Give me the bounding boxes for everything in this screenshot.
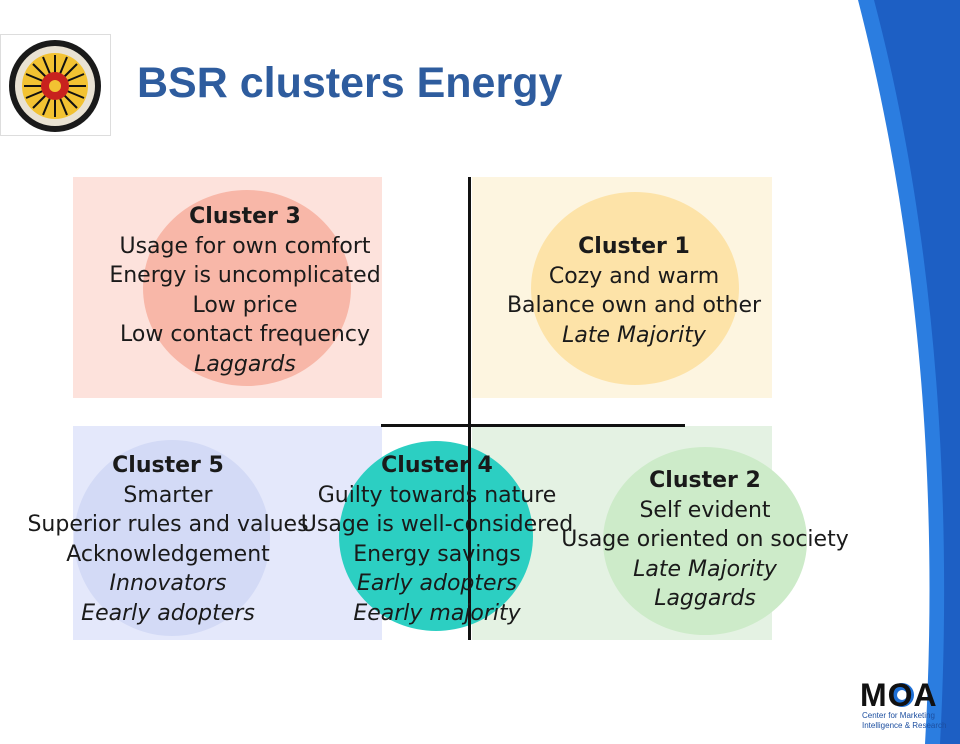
cluster-4-line: Usage is well-considered bbox=[300, 512, 574, 537]
cluster-1-line: Balance own and other bbox=[506, 293, 762, 318]
cluster-3-blob bbox=[143, 190, 351, 386]
cluster-3-line: Low contact frequency bbox=[120, 322, 370, 347]
horizontal-axis-line bbox=[381, 424, 685, 427]
cluster-4-text: Cluster 4 Guilty towards nature Usage is… bbox=[301, 451, 573, 628]
cluster-4-line: Energy savings bbox=[353, 541, 521, 567]
cluster-3-segment: Laggards bbox=[194, 351, 296, 377]
slide-title: BSR clusters Energy bbox=[137, 59, 563, 107]
cluster-3-line: Usage for own comfort bbox=[119, 233, 371, 259]
vertical-axis-line bbox=[468, 177, 471, 640]
university-seal-logo bbox=[0, 34, 111, 136]
cluster-1-segment: Late Majority bbox=[562, 322, 706, 348]
moa-subtitle-line: Center for Marketing bbox=[862, 711, 935, 720]
cluster-2-blob bbox=[603, 447, 807, 635]
cluster-3-line: Energy is uncomplicated bbox=[109, 263, 381, 288]
cluster-5-segment: Eearly adopters bbox=[81, 600, 255, 626]
cluster-4-line: Guilty towards nature bbox=[317, 482, 557, 508]
moa-logo-subtitle: Center for Marketing Intelligence & Rese… bbox=[862, 711, 947, 731]
cluster-1-line: Cozy and warm bbox=[548, 263, 720, 289]
cluster-2-segment: Late Majority bbox=[633, 556, 777, 582]
cluster-4-blob bbox=[339, 441, 533, 631]
cluster-1-text: Cluster 1 Cozy and warm Balance own and … bbox=[507, 232, 761, 350]
cluster-2-text: Cluster 2 Self evident Usage oriented on… bbox=[561, 466, 848, 614]
cluster-5-line: Acknowledgement bbox=[66, 541, 270, 567]
cluster-4-segment: Early adopters bbox=[356, 571, 518, 596]
cluster-1-title: Cluster 1 bbox=[578, 234, 690, 259]
cluster-2-line: Usage oriented on society bbox=[561, 527, 849, 552]
cluster-5-line: Smarter bbox=[123, 482, 213, 508]
cluster-2-line: Self evident bbox=[639, 497, 771, 523]
moa-logo bbox=[856, 674, 948, 734]
moa-subtitle-line: Intelligence & Research bbox=[862, 721, 947, 730]
moa-logo-text: MOA bbox=[860, 677, 938, 713]
cluster-1-blob bbox=[531, 192, 739, 385]
cluster-5-segment: Innovators bbox=[109, 571, 227, 596]
cluster-3-title: Cluster 3 bbox=[189, 204, 301, 229]
moa-logo-dot-icon bbox=[890, 683, 914, 707]
cluster-5-line: Superior rules and values bbox=[27, 512, 309, 537]
cluster-3-text: Cluster 3 Usage for own comfort Energy i… bbox=[109, 202, 380, 379]
cluster-2-title: Cluster 2 bbox=[649, 468, 761, 493]
cluster-4-title: Cluster 4 bbox=[381, 453, 493, 478]
cluster-3-line: Low price bbox=[192, 292, 298, 318]
cluster-5-title: Cluster 5 bbox=[112, 453, 224, 478]
cluster-5-text: Cluster 5 Smarter Superior rules and val… bbox=[27, 451, 308, 628]
cluster-4-segment: Eearly majority bbox=[353, 600, 521, 626]
cluster-5-blob bbox=[74, 440, 270, 636]
cluster-2-segment: Laggards bbox=[654, 586, 756, 611]
